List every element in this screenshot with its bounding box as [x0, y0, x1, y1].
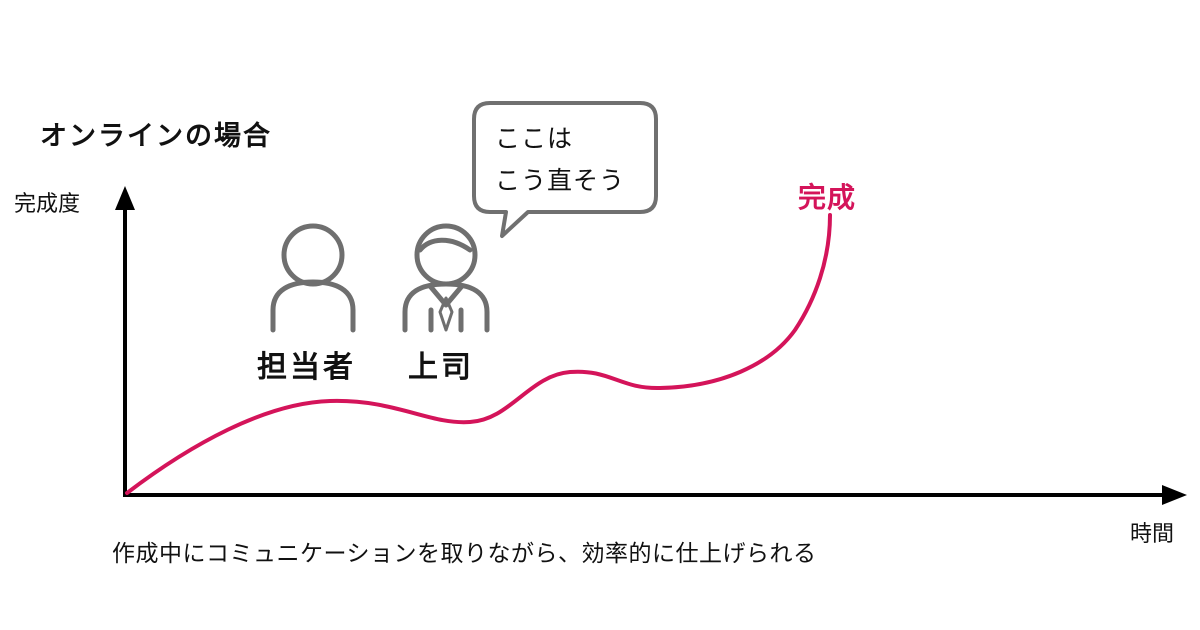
y-axis-label: 完成度 — [14, 192, 81, 217]
speech-bubble-icon — [472, 101, 658, 238]
x-axis-label: 時間 — [1130, 522, 1175, 547]
boss-label: 上司 — [408, 350, 474, 385]
y-axis-arrowhead — [115, 186, 135, 210]
diagram-title: オンラインの場合 — [40, 121, 272, 152]
x-axis-arrowhead — [1162, 485, 1187, 505]
progress-curve — [125, 213, 832, 495]
speech-bubble-line-1: ここは — [495, 124, 574, 153]
worker-label: 担当者 — [257, 350, 356, 385]
caption: 作成中にコミュニケーションを取りながら、効率的に仕上げられる — [112, 541, 817, 567]
completion-label: 完成 — [798, 181, 857, 214]
speech-bubble-line-2: こう直そう — [495, 166, 626, 195]
worker-person-icon — [270, 223, 356, 333]
speech-bubble-text: ここは こう直そう — [495, 118, 625, 202]
boss-person-icon — [402, 223, 490, 333]
